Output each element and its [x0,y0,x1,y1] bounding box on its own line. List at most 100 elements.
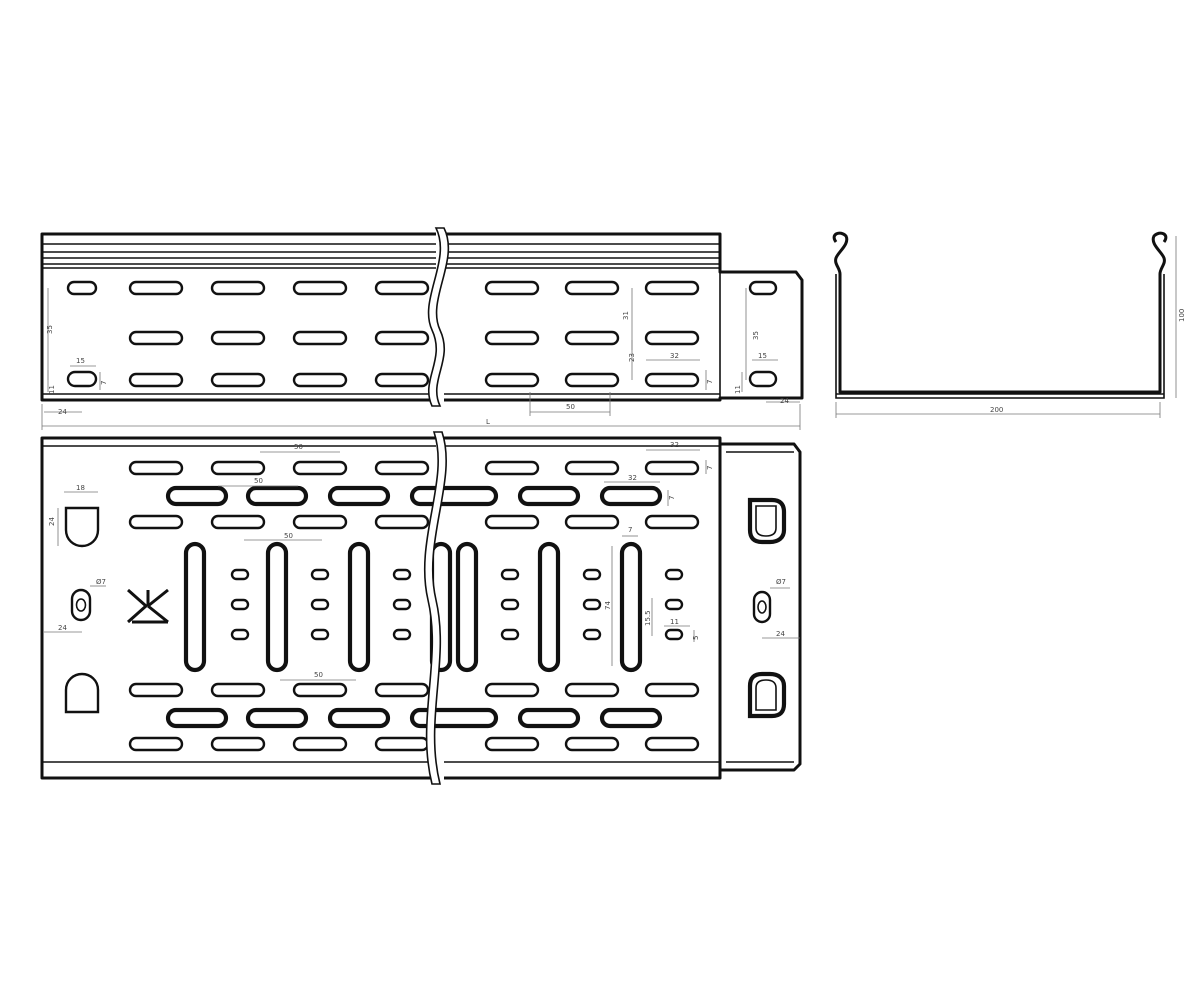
bottom-slot [484,514,540,530]
dim-bottom-slot-height: 7 [706,466,714,470]
dim-d-hole-width: 18 [76,484,85,492]
bottom-slot [292,736,348,752]
bottom-slot [374,736,430,752]
side-view-slots [66,280,778,388]
bottom-slot [484,460,540,476]
round-hole-left [70,588,92,622]
small-hole [230,628,250,641]
round-hole-right [752,590,772,624]
small-hole [230,598,250,611]
side-end-hole [66,370,98,388]
bottom-slot [292,460,348,476]
bottom-slot [128,736,184,752]
vertical-slot [183,541,207,673]
dim-end-hole-offset-left: 24 [58,624,67,632]
dim-vertical-slot-pitch-bottom: 50 [314,671,323,679]
side-end-hole [66,280,98,296]
dim-tray-width: 200 [990,406,1003,414]
bottom-bold-slot [517,707,581,729]
dim-end-offset: 24 [58,408,67,416]
side-view-flange-ribs [42,243,720,395]
dim-end-hole-height: 35 [752,331,760,340]
side-slot [128,280,184,296]
side-view: 35 11 15 7 24 50 L 31 23 32 7 [40,227,804,430]
dim-end-hole-width: 15 [758,352,767,360]
u-clip-bottom [747,671,787,719]
dim-vertical-slot-width: 7 [628,526,632,534]
dim-end-offset-right: 24 [780,397,789,405]
dim-bold-slot-length: 32 [628,474,637,482]
bottom-view-dimensions: 18 24 Ø7 24 50 50 50 50 32 7 32 7 7 [44,441,800,681]
u-clip-top [747,497,787,545]
bottom-slot [564,460,620,476]
cross-section-view: 200 100 [832,231,1186,418]
dim-side-slot-height: 7 [706,380,714,384]
dim-round-hole-right: Ø7 [776,578,786,586]
bottom-slot [210,736,266,752]
bottom-slot [374,514,430,530]
bottom-slot [374,682,430,698]
bottom-view-edge-lines [42,445,794,763]
side-view-body-right [444,232,804,402]
side-slot [128,372,184,388]
side-view-dimensions: 35 11 15 7 24 50 L 31 23 32 7 [41,288,801,430]
dim-slot-pitch-v2: 23 [628,353,636,362]
bottom-slot [644,682,700,698]
d-hole-bottom [64,672,100,714]
bottom-view-vertical-slots [183,541,643,673]
vertical-slot [537,541,561,673]
dim-bottom-slot-length: 32 [670,441,679,449]
small-hole [392,598,412,611]
small-hole [664,598,684,611]
vertical-slot [455,541,479,673]
small-hole [392,628,412,641]
dim-end-hole-offset-right: 24 [776,630,785,638]
side-slot [484,280,540,296]
small-hole [664,568,684,581]
bottom-slot [128,682,184,698]
vertical-slot [619,541,643,673]
vertical-slot [265,541,289,673]
dim-small-hole-width: 11 [670,618,679,626]
side-end-hole [748,280,778,296]
bottom-slot [374,460,430,476]
bottom-slot [210,514,266,530]
bottom-slot [644,736,700,752]
bottom-view-slots [128,460,700,752]
side-slot [128,330,184,346]
side-slot [644,372,700,388]
bottom-bold-slot [517,485,581,507]
dim-side-hole-width: 15 [76,357,85,365]
bottom-slot [128,460,184,476]
dim-small-hole-height: 5 [692,636,700,640]
side-slot [564,280,620,296]
small-hole [500,628,520,641]
dim-end-hole-offset: 11 [734,385,742,394]
bottom-view: 18 24 Ø7 24 50 50 50 50 32 7 32 7 7 [40,431,802,785]
small-hole [230,568,250,581]
bottom-slot [484,736,540,752]
bottom-bold-slot [245,707,309,729]
bottom-view-break-mark [423,431,447,785]
dim-d-hole-height: 24 [48,517,56,526]
dim-slot-pitch-v1: 31 [622,311,630,320]
round-hole-right-inner [757,600,767,614]
bottom-bold-slot [409,707,499,729]
side-slot [644,330,700,346]
d-hole-top [64,506,100,548]
side-slot [644,280,700,296]
bottom-view-body-right [444,436,722,780]
bottom-slot [644,460,700,476]
bottom-slot [292,514,348,530]
bottom-slot [564,682,620,698]
small-hole [310,628,330,641]
side-slot [484,372,540,388]
bottom-bold-slot [599,485,663,507]
bottom-slot [484,682,540,698]
dim-side-slot-length: 32 [670,352,679,360]
side-slot [374,330,430,346]
bottom-bold-slot [165,707,229,729]
side-end-hole [748,370,778,388]
dim-vertical-slot-pitch: 50 [284,532,293,540]
